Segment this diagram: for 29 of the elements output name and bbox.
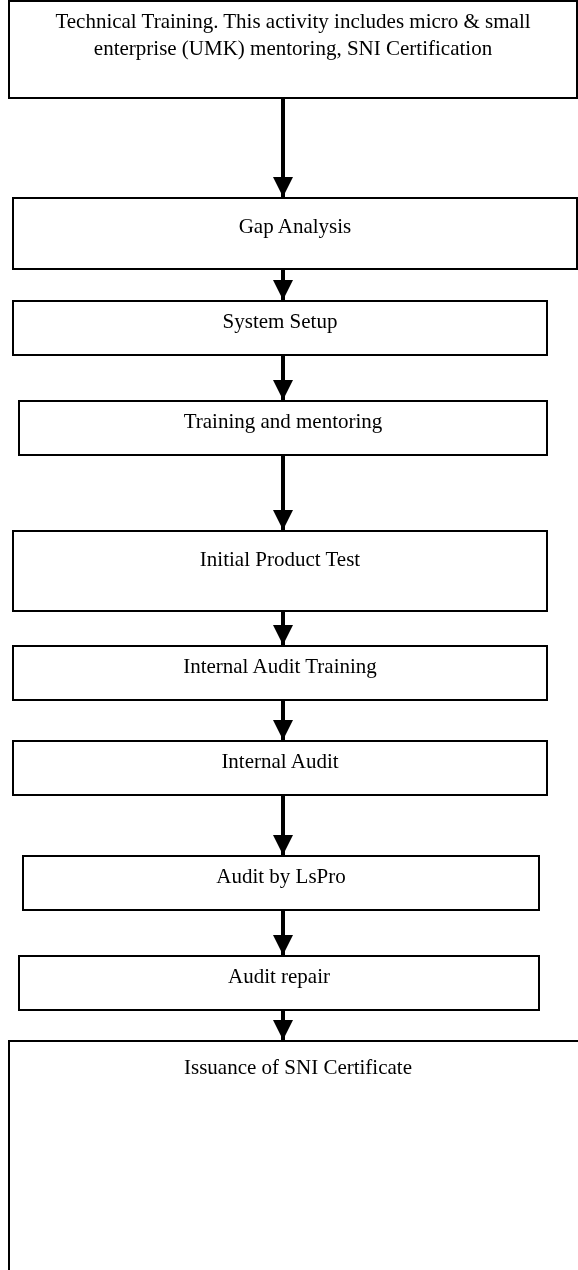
arrow — [273, 270, 293, 300]
arrow — [273, 911, 293, 955]
arrow — [273, 456, 293, 530]
box-text: Internal Audit Training — [182, 653, 378, 680]
box-text: System Setup — [221, 308, 339, 335]
process-box — [12, 530, 548, 612]
box-text: Technical Training. This activity includes micro & small enterprise (UMK) mentoring, SNI Certification — [54, 8, 532, 62]
box-text: Audit repair — [226, 963, 331, 990]
box-text: Initial Product Test — [198, 546, 362, 573]
box-text: Gap Analysis — [237, 213, 353, 240]
process-box — [8, 0, 578, 99]
process-box — [18, 955, 540, 1011]
process-box — [12, 300, 548, 356]
arrow — [273, 701, 293, 740]
arrow — [273, 99, 293, 197]
process-box — [12, 740, 548, 796]
arrow — [273, 1011, 293, 1040]
box-text: Issuance of SNI Certificate — [183, 1054, 413, 1081]
process-box — [8, 1040, 578, 1270]
arrow — [273, 356, 293, 400]
process-box — [12, 645, 548, 701]
box-text: Training and mentoring — [182, 408, 384, 435]
box-text: Audit by LsPro — [215, 863, 347, 890]
process-box — [18, 400, 548, 456]
arrow — [273, 612, 293, 645]
process-box — [22, 855, 540, 911]
process-box — [12, 197, 578, 270]
box-text: Internal Audit — [220, 748, 340, 775]
arrow — [273, 796, 293, 855]
